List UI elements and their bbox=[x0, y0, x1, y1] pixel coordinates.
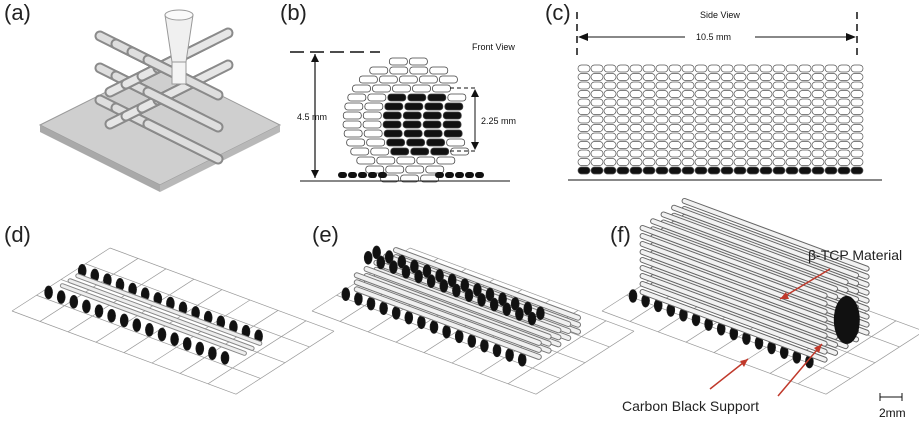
panel-label-d: (d) bbox=[4, 222, 31, 247]
support-label: Carbon Black Support bbox=[622, 398, 759, 414]
height-dimension-label: 4.5 mm bbox=[297, 112, 328, 122]
panel-e-partial-build bbox=[311, 245, 635, 395]
panel-label-b: (b) bbox=[280, 0, 307, 25]
core-dimension-label: 2.25 mm bbox=[481, 116, 517, 126]
material-label: β-TCP Material bbox=[808, 247, 903, 263]
panel-d-first-layer bbox=[11, 247, 335, 395]
panel-label-a: (a) bbox=[4, 0, 31, 25]
front-cross-section bbox=[338, 57, 484, 183]
support-rows bbox=[44, 263, 263, 365]
scale-bar bbox=[879, 393, 903, 401]
panel-a-printing-illustration bbox=[38, 9, 282, 192]
full-scaffold bbox=[628, 198, 870, 369]
panel-b-front-view bbox=[290, 51, 510, 183]
support-arrow-2 bbox=[777, 343, 823, 397]
front-view-title: Front View bbox=[472, 42, 515, 52]
scale-bar-label: 2mm bbox=[879, 406, 906, 420]
panel-label-c: (c) bbox=[545, 0, 571, 25]
side-layer-stack bbox=[577, 64, 864, 175]
partial-stack bbox=[341, 245, 581, 367]
side-view-title: Side View bbox=[700, 10, 740, 20]
support-arrow-1 bbox=[709, 358, 749, 390]
panel-f-complete-build bbox=[601, 198, 919, 401]
material-arrow bbox=[779, 268, 831, 300]
panel-label-e: (e) bbox=[312, 222, 339, 247]
length-dimension-label: 10.5 mm bbox=[696, 32, 732, 42]
panel-label-f: (f) bbox=[610, 222, 631, 247]
panel-c-side-view bbox=[568, 12, 882, 181]
print-nozzle-icon bbox=[164, 9, 194, 85]
